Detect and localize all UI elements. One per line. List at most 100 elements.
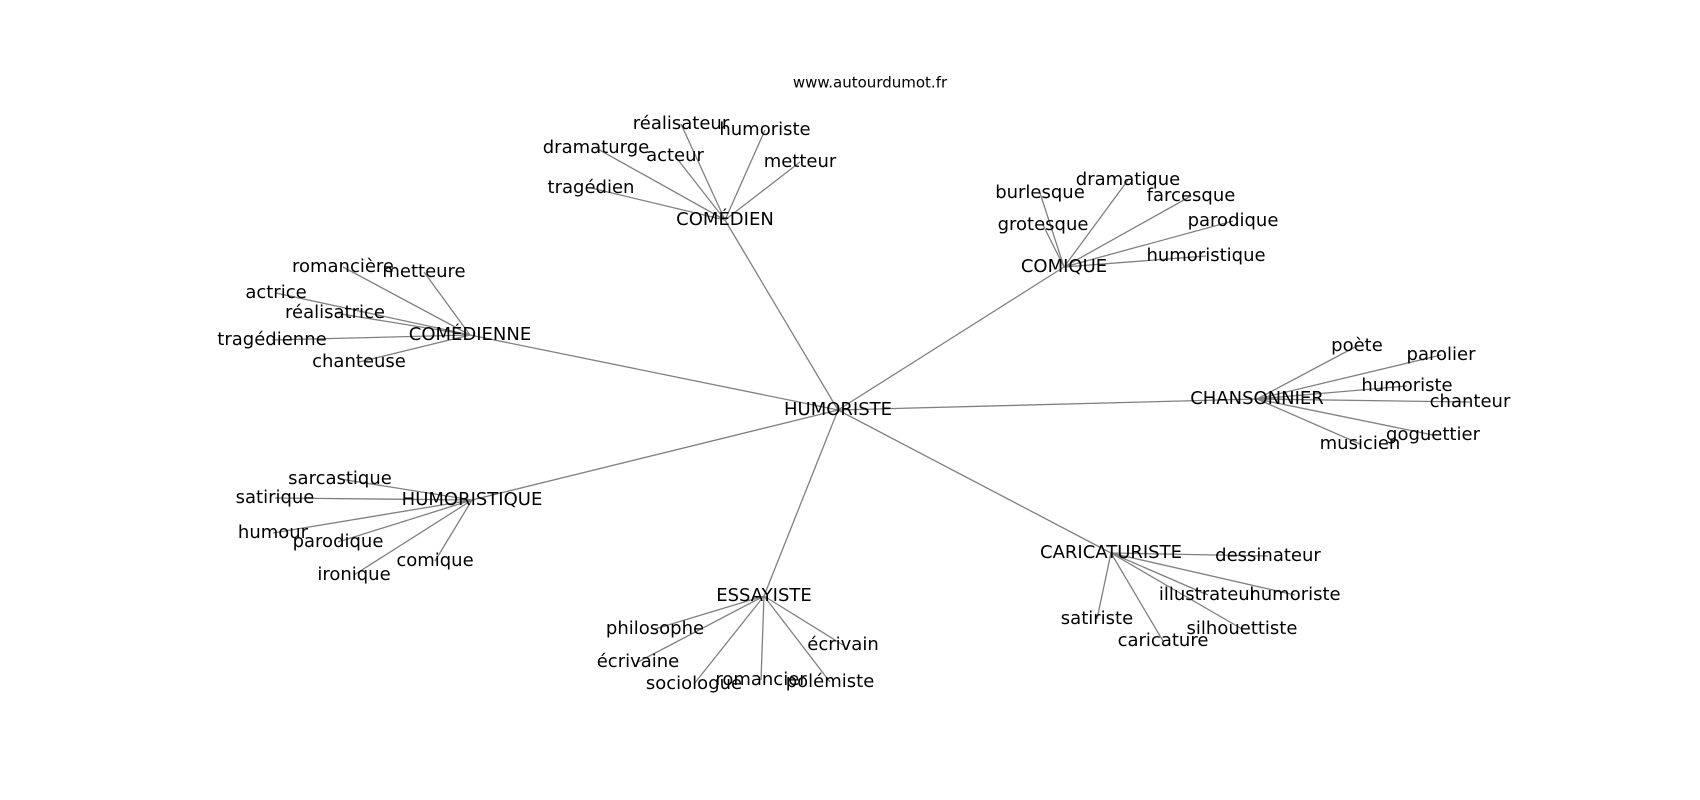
word-node-label: parodique bbox=[293, 531, 384, 552]
hub-node-label: ESSAYISTE bbox=[716, 585, 812, 606]
word-node-label: parodique bbox=[1188, 210, 1279, 231]
edge-hub-to-word bbox=[1110, 552, 1269, 557]
word-node-label: acteur bbox=[646, 145, 704, 166]
edge-center-to-hub bbox=[471, 409, 839, 501]
word-node-label: dramaturge bbox=[543, 137, 649, 158]
edge-hub-to-word bbox=[339, 478, 473, 501]
word-node-label: ironique bbox=[317, 564, 390, 585]
edge-hub-to-word bbox=[1110, 552, 1209, 596]
word-node-label: humoristique bbox=[1146, 245, 1265, 266]
word-node-label: parolier bbox=[1407, 344, 1477, 365]
edge-hub-to-word bbox=[271, 334, 471, 341]
edge-hub-to-word bbox=[434, 499, 473, 562]
word-node-label: humoriste bbox=[1361, 375, 1452, 396]
word-node-label: humour bbox=[238, 522, 309, 543]
edge-hub-to-word bbox=[760, 595, 765, 681]
word-node-label: actrice bbox=[245, 282, 306, 303]
edge-hub-to-word bbox=[1110, 552, 1243, 630]
word-node-label: caricature bbox=[1118, 630, 1209, 651]
edge-hub-to-word bbox=[358, 334, 471, 363]
word-node-label: écrivaine bbox=[597, 651, 680, 672]
edge-hub-to-word bbox=[353, 499, 473, 576]
word-node-label: comique bbox=[396, 550, 473, 571]
edge-hub-to-word bbox=[680, 123, 726, 221]
graph-labels: www.autourdumot.fr HUMORISTECOMÉDIENréal… bbox=[217, 74, 1511, 695]
word-node-label: humoriste bbox=[719, 119, 810, 140]
edge-hub-to-word bbox=[1256, 398, 1471, 403]
edge-hub-to-word bbox=[595, 147, 726, 221]
word-node-label: dessinateur bbox=[1215, 545, 1321, 566]
edge-hub-to-word bbox=[1110, 552, 1164, 642]
edge-hub-to-word bbox=[334, 312, 471, 336]
edge-center-to-hub bbox=[837, 398, 1258, 411]
edge-hub-to-word bbox=[1063, 195, 1192, 268]
edge-hub-to-word bbox=[272, 499, 473, 534]
word-node-label: romancier bbox=[715, 669, 807, 690]
edge-hub-to-word bbox=[274, 497, 473, 501]
word-node-label: tragédienne bbox=[217, 329, 326, 350]
word-node-label: satirique bbox=[236, 487, 315, 508]
edge-hub-to-word bbox=[724, 129, 766, 221]
edge-hub-to-word bbox=[1039, 192, 1065, 268]
word-node-label: poète bbox=[1331, 335, 1383, 356]
word-node-label: satiriste bbox=[1061, 608, 1133, 629]
word-node-label: grotesque bbox=[998, 214, 1089, 235]
graph-edges bbox=[271, 123, 1471, 685]
edge-hub-to-word bbox=[724, 161, 801, 221]
edge-hub-to-word bbox=[590, 187, 726, 221]
edge-hub-to-word bbox=[423, 271, 471, 336]
center-node-label: HUMORISTE bbox=[784, 399, 892, 420]
edge-hub-to-word bbox=[763, 595, 831, 683]
edge-hub-to-word bbox=[674, 155, 726, 221]
edge-hub-to-word bbox=[637, 595, 765, 663]
word-node-label: réalisatrice bbox=[285, 302, 385, 323]
edge-center-to-hub bbox=[837, 409, 1112, 554]
edge-hub-to-word bbox=[1042, 224, 1065, 268]
word-node-label: goguettier bbox=[1386, 424, 1481, 445]
edge-hub-to-word bbox=[1256, 345, 1358, 400]
word-node-label: metteur bbox=[764, 151, 837, 172]
edge-hub-to-word bbox=[275, 292, 471, 336]
edge-hub-to-word bbox=[1256, 354, 1442, 400]
edge-hub-to-word bbox=[1256, 398, 1434, 436]
edge-center-to-hub bbox=[469, 334, 839, 411]
word-node-label: tragédien bbox=[548, 177, 635, 198]
word-node-label: silhouettiste bbox=[1187, 618, 1298, 639]
edge-hub-to-word bbox=[1063, 220, 1234, 268]
hub-node-label: COMÉDIEN bbox=[676, 208, 774, 230]
word-node-label: musicien bbox=[1320, 433, 1401, 454]
edge-hub-to-word bbox=[1063, 179, 1129, 268]
word-node-label: farcesque bbox=[1147, 185, 1236, 206]
edge-hub-to-word bbox=[342, 266, 471, 336]
word-node-label: romancière bbox=[292, 256, 394, 277]
word-node-label: chanteur bbox=[1430, 391, 1511, 412]
hub-node-label: CHANSONNIER bbox=[1190, 388, 1324, 409]
hub-node-label: COMIQUE bbox=[1021, 256, 1107, 277]
edge-center-to-hub bbox=[763, 409, 839, 597]
word-node-label: metteure bbox=[382, 261, 465, 282]
edge-center-to-hub bbox=[837, 266, 1065, 411]
edge-hub-to-word bbox=[1256, 385, 1408, 400]
word-node-label: illustrateur bbox=[1159, 584, 1258, 605]
word-node-label: réalisateur bbox=[633, 113, 730, 134]
edge-hub-to-word bbox=[1110, 552, 1296, 596]
edge-hub-to-word bbox=[1256, 398, 1361, 445]
word-node-label: dramatique bbox=[1076, 169, 1180, 190]
edge-hub-to-word bbox=[337, 499, 473, 543]
hub-node-label: HUMORISTIQUE bbox=[402, 489, 543, 510]
word-node-label: sociologue bbox=[646, 673, 742, 694]
word-node-label: écrivain bbox=[807, 634, 878, 655]
edge-hub-to-word bbox=[654, 595, 765, 630]
word-node-label: chanteuse bbox=[312, 351, 406, 372]
hub-node-label: COMÉDIENNE bbox=[409, 323, 531, 345]
edge-hub-to-word bbox=[763, 595, 844, 646]
word-node-label: humoriste bbox=[1249, 584, 1340, 605]
edge-center-to-hub bbox=[724, 219, 839, 411]
word-node-label: sarcastique bbox=[288, 468, 392, 489]
hub-node-label: CARICATURISTE bbox=[1040, 542, 1182, 563]
word-node-label: philosophe bbox=[606, 618, 704, 639]
word-node-label: burlesque bbox=[995, 182, 1085, 203]
edge-hub-to-word bbox=[693, 595, 765, 685]
edge-hub-to-word bbox=[1096, 552, 1112, 620]
